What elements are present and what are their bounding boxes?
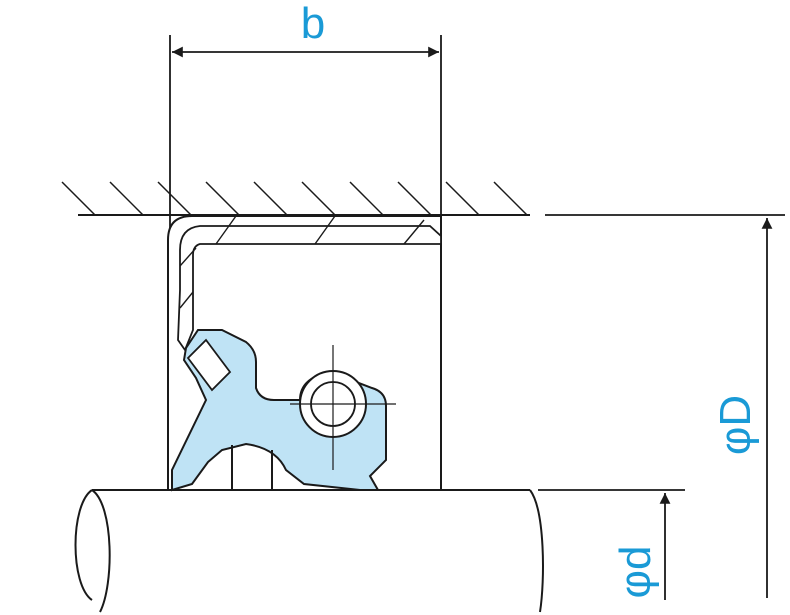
outer-diameter-label: φD	[711, 395, 760, 455]
metal-insert-hatch	[179, 215, 425, 309]
width-extension-lines	[169, 35, 442, 228]
garter-spring-icon	[290, 345, 396, 470]
seal-outer-case	[167, 215, 442, 490]
width-label: b	[301, 0, 325, 48]
housing-hatch	[61, 181, 528, 216]
housing-surface	[61, 181, 530, 216]
oil-seal-cross-section-icon	[167, 215, 442, 492]
shaft	[74, 489, 544, 613]
dust-lip-block	[186, 338, 232, 392]
outer-diameter-dimension	[545, 214, 785, 598]
shaft-diameter-dimension	[538, 489, 685, 600]
metal-insert	[177, 225, 442, 352]
shaft-diameter-label: φd	[611, 545, 660, 598]
